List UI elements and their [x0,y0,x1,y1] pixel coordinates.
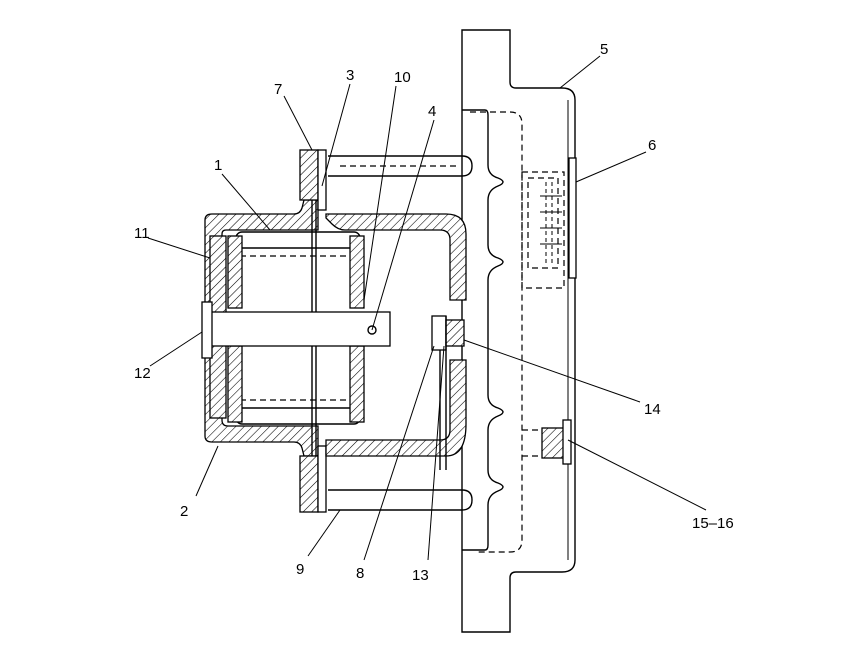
shaft [201,301,391,359]
tie-rods [328,155,473,511]
callout-12: 12 [134,365,151,382]
callout-11: 11 [134,225,150,242]
callout-1: 1 [214,157,222,174]
bolt-parts-8-13 [431,315,465,470]
callout-7: 7 [274,81,282,98]
cap-part-12 [201,301,213,359]
callout-9: 9 [296,561,304,578]
callout-8: 8 [356,565,364,582]
callout-3: 3 [346,67,354,84]
rotor-drum [227,200,365,456]
callout-5: 5 [600,41,608,58]
part-15-16-screw [522,419,572,465]
callout-2: 2 [180,503,188,520]
mounting-plate [461,29,576,633]
callout-4: 4 [428,103,436,120]
housing-part-2 [204,149,467,513]
leader-lines [147,55,707,561]
callout-15-16: 15–16 [692,515,734,532]
callout-10: 10 [394,69,411,86]
pin-part-4 [367,325,377,335]
callout-13: 13 [412,567,429,584]
part-6-module [521,157,577,289]
callout-6: 6 [648,137,656,154]
callout-14: 14 [644,401,661,418]
